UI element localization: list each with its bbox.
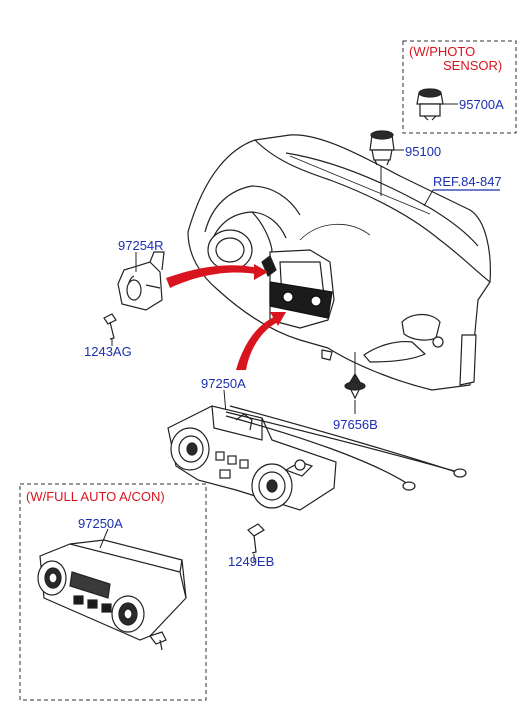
auto-ac-box-border [19,483,207,701]
heater-control-part-number: 97250A [201,376,246,391]
photo-sensor-title-line1: (W/PHOTO [409,44,476,59]
arrow-head-control [270,312,286,326]
grommet-part-number: 97656B [333,417,378,432]
bracket-screw-part-number: 1243AG [84,344,132,359]
auto-ac-leader [99,528,109,549]
sensor-illustration [369,130,395,166]
auto-ac-part-number: 97250A [78,516,123,531]
photo-sensor-illustration [416,88,444,121]
arrow-to-bracket [166,265,258,288]
auto-ac-control-illustration [37,539,187,651]
sensor-part-number: 95100 [405,144,442,159]
auto-ac-title: (W/FULL AUTO A/CON) [26,489,165,504]
grommet-illustration [344,372,366,400]
bracket-part-number: 97254R [118,238,164,253]
reference-label: REF.84-847 [433,174,502,189]
arrow-to-control [236,316,278,370]
photo-sensor-box-border [402,40,517,134]
photo-sensor-title-line2: SENSOR) [443,58,503,73]
bracket-illustration [117,251,165,311]
control-screw-illustration [247,523,265,554]
photo-sensor-part-number: 95700A [459,97,504,112]
control-screw-part-number: 1249EB [228,554,275,569]
heater-control-illustration [167,405,337,511]
ref-leader [423,189,434,207]
arrow-head-bracket [254,264,268,280]
crash-pad-illustration [187,134,491,391]
control-cables [225,405,467,491]
bracket-screw-illustration [103,313,117,340]
